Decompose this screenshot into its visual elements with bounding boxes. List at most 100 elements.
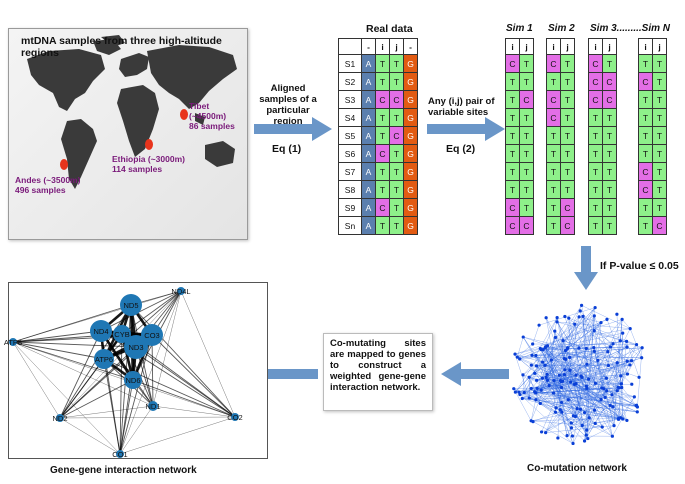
nucleotide-cell: T: [602, 126, 617, 145]
co-mutation-node: [593, 381, 598, 385]
co-mutation-node: [560, 410, 564, 414]
nucleotide-cell: T: [560, 54, 575, 73]
nucleotide-cell: T: [652, 108, 667, 127]
nucleotide-cell: C: [602, 90, 617, 109]
eq2-label: Eq (2): [446, 143, 476, 155]
co-mutation-node: [582, 439, 587, 443]
co-mutation-node: [521, 335, 525, 339]
co-mutation-network: [512, 303, 644, 446]
co-mutation-node: [630, 382, 634, 386]
gene-node-label: CYB: [114, 330, 129, 339]
gene-network-caption: Gene-gene interaction network: [50, 465, 197, 476]
nucleotide-cell: T: [519, 54, 534, 73]
nucleotide-cell: T: [375, 54, 390, 73]
nucleotide-cell: G: [403, 108, 418, 127]
nucleotide-cell: C: [505, 198, 520, 217]
co-mutation-node: [620, 317, 624, 322]
co-mutation-node: [571, 441, 575, 446]
co-mutation-node: [637, 375, 641, 379]
column-header: i: [546, 38, 561, 55]
co-mutation-node: [610, 393, 614, 397]
co-mutation-node: [625, 418, 629, 423]
co-mutation-node: [518, 357, 522, 361]
nucleotide-cell: A: [361, 108, 376, 127]
co-mutation-node: [563, 368, 567, 372]
co-mutation-node: [634, 403, 639, 407]
nucleotide-cell: T: [588, 126, 603, 145]
co-mutation-node: [610, 434, 614, 438]
gene-node: [94, 349, 114, 369]
nucleotide-cell: T: [546, 144, 561, 163]
co-mutation-node: [551, 391, 556, 395]
nucleotide-cell: T: [602, 198, 617, 217]
nucleotide-cell: G: [403, 216, 418, 235]
co-mutation-node: [547, 383, 551, 388]
nucleotide-cell: C: [560, 216, 575, 235]
nucleotide-cell: T: [519, 72, 534, 91]
tibet-label: Tibet (~4500m) 86 samples: [189, 101, 235, 131]
co-mutation-node: [635, 410, 639, 414]
nucleotide-cell: C: [389, 90, 404, 109]
nucleotide-cell: T: [588, 198, 603, 217]
nucleotide-cell: A: [361, 126, 376, 145]
co-mutation-node: [580, 423, 584, 428]
sample-label: Sn: [338, 216, 362, 235]
co-mutation-node: [593, 305, 597, 310]
gene-node-label: ND6: [125, 376, 140, 385]
co-mutation-node: [577, 346, 581, 350]
sample-label: S8: [338, 180, 362, 199]
ethiopia-label: Ethiopia (~3000m) 114 samples: [112, 154, 185, 174]
nucleotide-cell: T: [375, 180, 390, 199]
nucleotide-cell: G: [403, 198, 418, 217]
nucleotide-cell: T: [638, 108, 653, 127]
nucleotide-cell: C: [505, 216, 520, 235]
co-mutation-node: [599, 397, 603, 402]
co-mutation-node: [529, 386, 533, 391]
nucleotide-cell: C: [375, 144, 390, 163]
co-mutation-node: [561, 339, 565, 343]
co-mutation-node: [634, 343, 639, 347]
nucleotide-cell: C: [560, 198, 575, 217]
nucleotide-cell: T: [519, 126, 534, 145]
andes-marker: [60, 159, 68, 170]
nucleotide-cell: T: [546, 180, 561, 199]
co-mutation-node: [563, 314, 567, 319]
co-mutation-node: [559, 400, 564, 405]
gene-node: [148, 401, 158, 411]
gene-node-label: CO2: [227, 413, 242, 422]
column-header: -: [361, 38, 376, 55]
arrow-right-icon: [254, 117, 332, 141]
gene-node: [116, 450, 124, 458]
co-mutation-node: [619, 374, 623, 378]
nucleotide-cell: T: [560, 162, 575, 181]
nucleotide-cell: C: [375, 90, 390, 109]
co-mutation-node: [600, 425, 604, 429]
nucleotide-cell: C: [588, 54, 603, 73]
co-mutation-node: [559, 385, 564, 390]
co-mutation-node: [586, 436, 590, 441]
nucleotide-cell: T: [519, 162, 534, 181]
nucleotide-cell: T: [588, 162, 603, 181]
sample-label: S5: [338, 126, 362, 145]
nucleotide-cell: T: [519, 108, 534, 127]
co-mutation-node: [539, 430, 544, 434]
co-mutation-node: [554, 406, 558, 410]
co-mutation-node: [632, 395, 636, 399]
co-mutation-node: [567, 316, 571, 320]
nucleotide-cell: T: [652, 72, 667, 91]
co-mutation-node: [625, 359, 629, 363]
nucleotide-cell: T: [560, 72, 575, 91]
co-mutation-node: [615, 312, 619, 316]
nucleotide-cell: A: [361, 162, 376, 181]
